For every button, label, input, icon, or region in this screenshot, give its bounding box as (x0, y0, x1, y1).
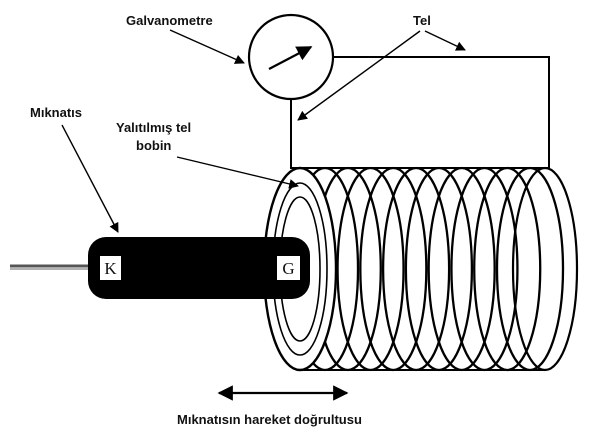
direction-label: Mıknatısın hareket doğrultusu (177, 412, 362, 427)
galvanometer-label: Galvanometre (126, 13, 213, 28)
pole-g-box (277, 256, 300, 280)
coil-turn (450, 166, 519, 372)
coil-turn (336, 166, 405, 372)
coil-far-end (511, 166, 579, 372)
magnet-bar (88, 237, 310, 299)
pole-k-box (100, 256, 121, 280)
coil-turn (473, 166, 542, 372)
coil-turn (381, 166, 451, 372)
text-labels: Galvanometre Tel Mıknatıs Yalıtılmış tel… (30, 13, 431, 427)
wire-right-loop (320, 56, 550, 169)
coil-turn (404, 166, 474, 372)
galvanometer-needle-icon (268, 46, 313, 70)
galvanometer (247, 13, 335, 101)
wire-pointer-right (424, 30, 466, 51)
wire-pointer-left (297, 30, 421, 121)
coil (262, 166, 579, 372)
coil-pointer (176, 156, 299, 189)
magnet: K G (10, 237, 310, 299)
coil-turn (427, 166, 496, 372)
coil-label-line2: bobin (136, 138, 171, 153)
magnet-label: Mıknatıs (30, 105, 82, 120)
coil-label-line1: Yalıtılmış tel (116, 120, 191, 135)
pole-g-label: G (282, 259, 294, 278)
wire-left-lead (290, 97, 300, 169)
coil-turn (359, 166, 428, 372)
magnet-pointer (61, 124, 119, 233)
coil-turn (495, 166, 565, 372)
galvanometer-pointer (169, 29, 245, 64)
label-arrows (61, 29, 466, 401)
pole-k-label: K (104, 259, 117, 278)
wire-label: Tel (413, 13, 431, 28)
coil-turns (290, 166, 565, 372)
